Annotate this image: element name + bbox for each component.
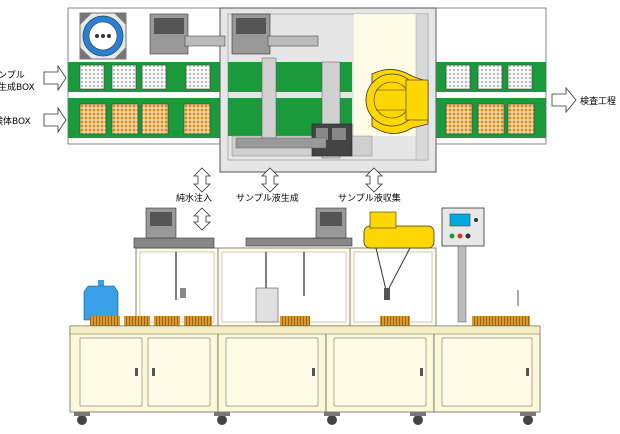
sample-box-label-1: ンプル bbox=[0, 70, 25, 81]
inspection-label: 検査工程 bbox=[580, 95, 616, 107]
left-labels: ンプル 生成BOX 検体BOX bbox=[0, 64, 67, 134]
process-arrows: 純水注入 サンプル液生成 サンプル液収集 bbox=[176, 167, 401, 231]
double-arrow-icon bbox=[193, 167, 211, 193]
right-arrow-icon bbox=[43, 64, 67, 92]
double-arrow-icon bbox=[261, 167, 279, 193]
center-enclosure bbox=[149, 7, 437, 173]
double-arrow-icon bbox=[193, 207, 211, 231]
specimen-box-label: 検体BOX bbox=[0, 115, 31, 127]
double-arrow-icon bbox=[365, 167, 383, 193]
right-arrow-icon bbox=[551, 86, 577, 114]
caster-wheel-icon bbox=[74, 412, 536, 425]
sample-box-row bbox=[79, 64, 533, 90]
pure-water-label: 純水注入 bbox=[176, 192, 212, 204]
water-tank-icon bbox=[83, 280, 119, 321]
robot-arm-icon bbox=[365, 69, 429, 134]
right-labels: 検査工程 bbox=[551, 86, 616, 114]
top-view bbox=[67, 7, 547, 173]
control-panel-icon bbox=[441, 207, 485, 323]
front-view bbox=[69, 207, 541, 425]
sample-collect-label: サンプル液収集 bbox=[338, 192, 401, 204]
rotary-tray bbox=[79, 12, 127, 60]
right-arrow-icon bbox=[43, 106, 67, 134]
sample-box-label-2: 生成BOX bbox=[0, 81, 35, 93]
cabinet bbox=[69, 325, 541, 413]
robot-arm-icon bbox=[363, 211, 435, 300]
sample-gen-label: サンプル液生成 bbox=[236, 192, 299, 204]
specimen-box-row bbox=[79, 103, 535, 135]
